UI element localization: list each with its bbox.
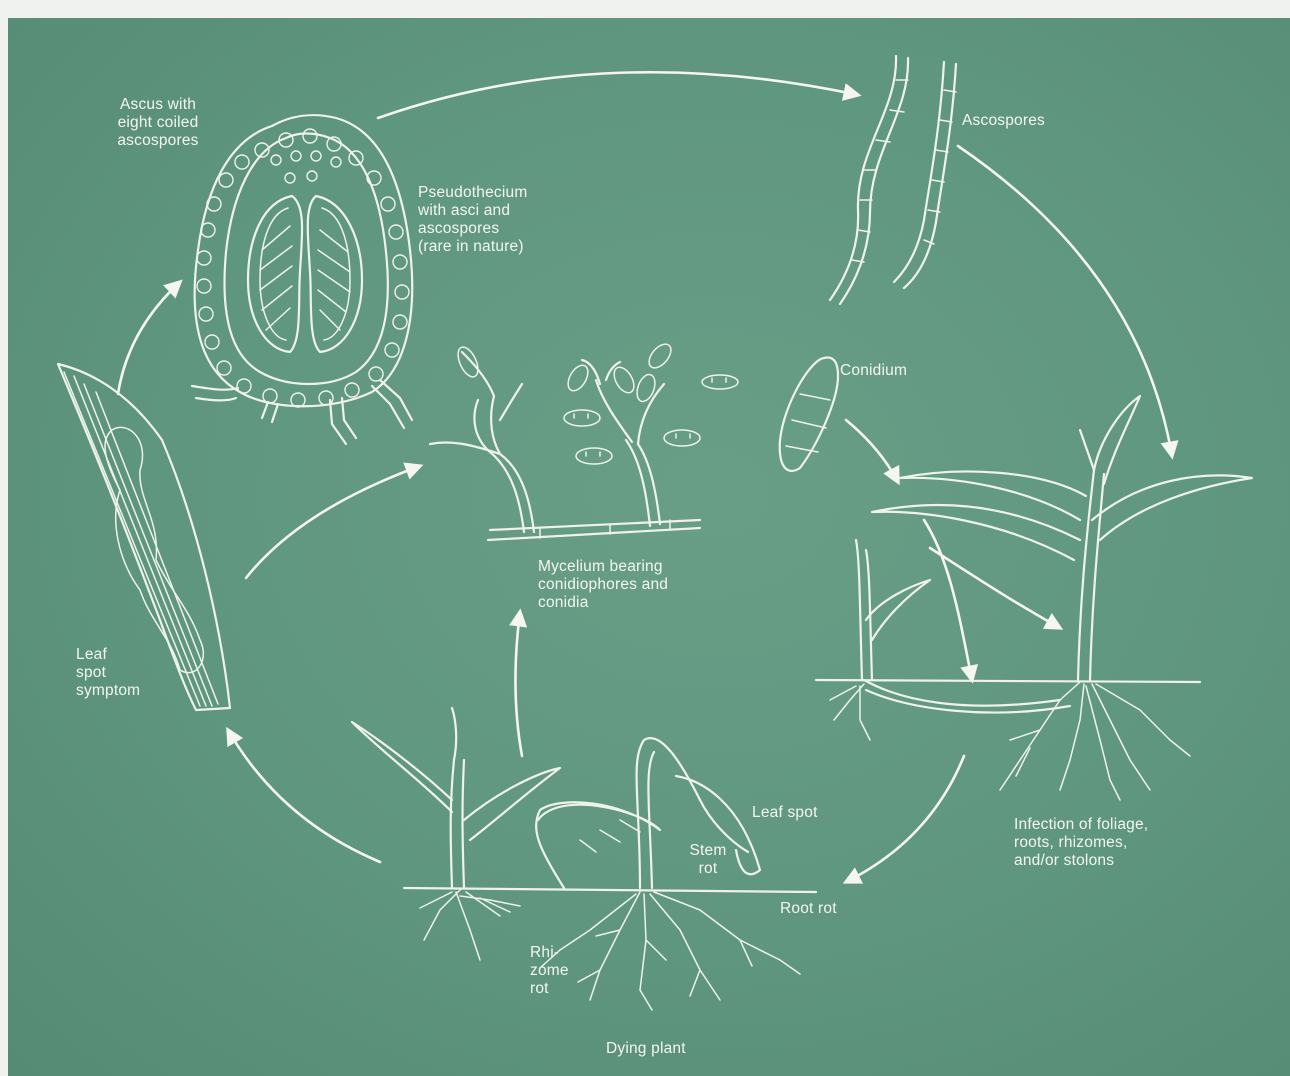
arrow-leaf-symptom-to-mycelium [246,466,420,578]
cycle-arrows [118,72,1172,882]
label-dying-plant: Dying plant [606,1040,686,1058]
arrow-ascospores-to-infection [958,146,1172,456]
mycelium-drawing [430,340,738,540]
arrow-infection-to-dying-plant [846,756,964,882]
arrow-dying-plant-to-leaf-symptom [228,730,380,862]
label-ascus: Ascus with eight coiled ascospores [96,96,220,150]
label-leaf-spot-symptom: Leaf spot symptom [76,646,140,700]
label-conidium: Conidium [840,362,907,380]
label-rhizome-rot: Rhi- zome rot [530,944,569,998]
arrow-dying-plant-to-mycelium [515,612,522,756]
dying-plant-drawing [352,708,816,1010]
label-mycelium: Mycelium bearing conidiophores and conid… [538,558,738,612]
pseudothecium-drawing [192,115,412,444]
label-pseudothecium: Pseudothecium with asci and ascospores (… [418,184,588,256]
label-stem-rot: Stem rot [678,842,738,878]
arrow-pseudothecium-to-ascospores [378,72,858,118]
label-leaf-spot: Leaf spot [752,804,818,822]
conidium-drawing [780,358,838,471]
label-ascospores: Ascospores [962,112,1045,130]
arrow-leaf-symptom-to-pseudothecium [118,282,180,394]
label-root-rot: Root rot [780,900,837,918]
arrow-conidium-to-infection [846,420,898,482]
label-infection: Infection of foliage, roots, rhizomes, a… [1014,816,1214,870]
